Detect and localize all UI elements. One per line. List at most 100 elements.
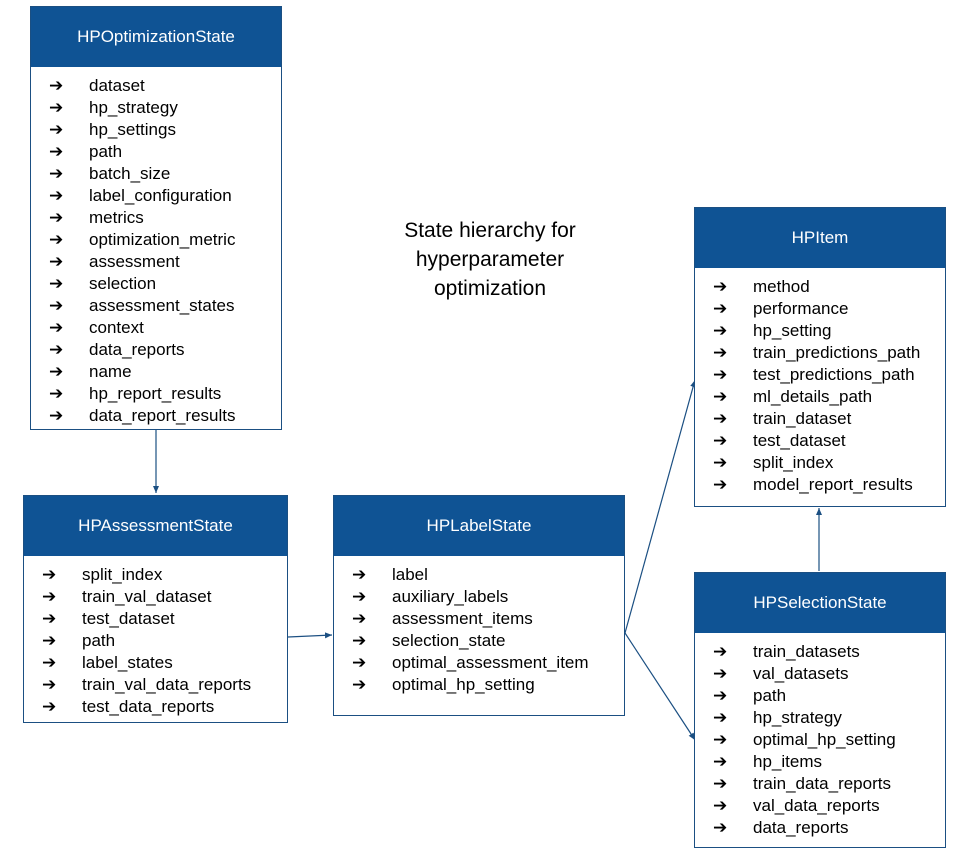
field-label: context [89, 318, 144, 337]
field-row: ➔ path [49, 141, 281, 163]
field-row: ➔assessment [49, 251, 281, 273]
field-row: ➔ optimal_assessment_item [352, 652, 624, 674]
arrow-icon: ➔ [49, 362, 64, 382]
field-row: ➔hp_items [713, 751, 945, 773]
field-label: hp_strategy [89, 98, 178, 117]
field-row: ➔ train_val_dataset [42, 586, 287, 608]
field-row: ➔hp_strategy [713, 707, 945, 729]
field-label: test_predictions_path [753, 365, 915, 384]
field-label: path [753, 686, 787, 705]
field-label: assessment_items [392, 609, 533, 628]
arrow-icon: ➔ [713, 431, 728, 451]
field-label: split_index [82, 565, 163, 584]
arrow-icon: ➔ [713, 299, 728, 319]
field-row: ➔ml_details_path [713, 386, 945, 408]
arrow-icon: ➔ [49, 318, 64, 338]
field-row: ➔selection [49, 273, 281, 295]
field-row: ➔name [49, 361, 281, 383]
hp-optimization-state-box: HPOptimizationState ➔dataset➔hp_strategy… [30, 6, 282, 430]
field-label: train_data_reports [753, 774, 891, 793]
arrow-icon: ➔ [42, 675, 57, 695]
field-label: data_report_results [89, 406, 236, 425]
arrow-icon: ➔ [49, 98, 64, 118]
box-header: HPItem [695, 208, 945, 268]
arrow-icon: ➔ [49, 142, 64, 162]
field-row: ➔label_configuration [49, 185, 281, 207]
field-label: dataset [89, 76, 145, 95]
field-row: ➔optimization_metric [49, 229, 281, 251]
arrow-icon: ➔ [713, 642, 728, 662]
arrow-icon: ➔ [49, 230, 64, 250]
field-row: ➔ context [49, 317, 281, 339]
field-label: train_val_dataset [82, 587, 212, 606]
arrow-icon: ➔ [42, 697, 57, 717]
arrow-icon: ➔ [713, 796, 728, 816]
connector-assessment-to-label [287, 632, 333, 639]
field-list: ➔split_index➔train_val_dataset➔test_data… [24, 556, 287, 718]
hp-selection-state-box: HPSelectionState ➔train_datasets➔val_dat… [694, 572, 946, 848]
field-row: ➔train_val_data_reports [42, 674, 287, 696]
arrow-icon: ➔ [713, 321, 728, 341]
field-label: metrics [89, 208, 144, 227]
arrow-icon: ➔ [713, 343, 728, 363]
field-label: train_predictions_path [753, 343, 921, 362]
field-row: ➔ train_predictions_path [713, 342, 945, 364]
field-label: split_index [753, 453, 834, 472]
arrow-icon: ➔ [713, 277, 728, 297]
field-row: ➔selection_state [352, 630, 624, 652]
arrow-icon: ➔ [42, 631, 57, 651]
field-label: val_data_reports [753, 796, 880, 815]
field-row: ➔test_dataset [42, 608, 287, 630]
field-row: ➔assessment_states [49, 295, 281, 317]
field-label: hp_settings [89, 120, 176, 139]
field-label: path [89, 142, 123, 161]
field-row: ➔split_index [42, 564, 287, 586]
field-label: train_dataset [753, 409, 852, 428]
connector-label-to-item [624, 379, 697, 634]
box-header: HPSelectionState [695, 573, 945, 633]
field-row: ➔ split_index [713, 452, 945, 474]
arrow-icon: ➔ [713, 365, 728, 385]
arrow-icon: ➔ [42, 587, 57, 607]
field-label: test_dataset [753, 431, 846, 450]
field-row: ➔ hp_strategy [49, 97, 281, 119]
field-label: selection_state [392, 631, 506, 650]
field-row: ➔optimal_hp_setting [713, 729, 945, 751]
arrow-icon: ➔ [713, 664, 728, 684]
diagram-title: State hierarchy for hyperparameter optim… [404, 219, 576, 300]
arrow-icon: ➔ [42, 653, 57, 673]
field-row: ➔path [713, 685, 945, 707]
field-row: ➔data_reports [49, 339, 281, 361]
field-row: ➔train_dataset [713, 408, 945, 430]
field-row: ➔ model_report_results [713, 474, 945, 496]
arrow-icon: ➔ [713, 453, 728, 473]
field-row: ➔metrics [49, 207, 281, 229]
arrow-icon: ➔ [713, 475, 728, 495]
arrow-icon: ➔ [352, 653, 367, 673]
field-row: ➔test_data_reports [42, 696, 287, 718]
field-label: optimal_assessment_item [392, 653, 589, 672]
hp-label-state-box: HPLabelState ➔label➔auxiliary_labels➔ass… [333, 495, 625, 716]
field-row: ➔ assessment_items [352, 608, 624, 630]
field-list: ➔train_datasets➔val_datasets➔path➔hp_str… [695, 633, 945, 839]
field-label: val_datasets [753, 664, 849, 683]
field-label: label_configuration [89, 186, 232, 205]
field-label: model_report_results [753, 475, 913, 494]
field-row: ➔data_reports [713, 817, 945, 839]
arrow-icon: ➔ [49, 76, 64, 96]
field-row: ➔method [713, 276, 945, 298]
arrow-icon: ➔ [42, 609, 57, 629]
arrow-icon: ➔ [49, 340, 64, 360]
arrow-icon: ➔ [352, 609, 367, 629]
field-row: ➔batch_size [49, 163, 281, 185]
field-label: data_reports [753, 818, 849, 837]
field-row: ➔optimal_hp_setting [352, 674, 624, 696]
field-row: ➔ dataset [49, 75, 281, 97]
arrow-icon: ➔ [49, 120, 64, 140]
field-label: selection [89, 274, 157, 293]
field-row: ➔path [42, 630, 287, 652]
field-label: label [392, 565, 428, 584]
arrow-icon: ➔ [49, 406, 64, 426]
arrow-icon: ➔ [352, 587, 367, 607]
